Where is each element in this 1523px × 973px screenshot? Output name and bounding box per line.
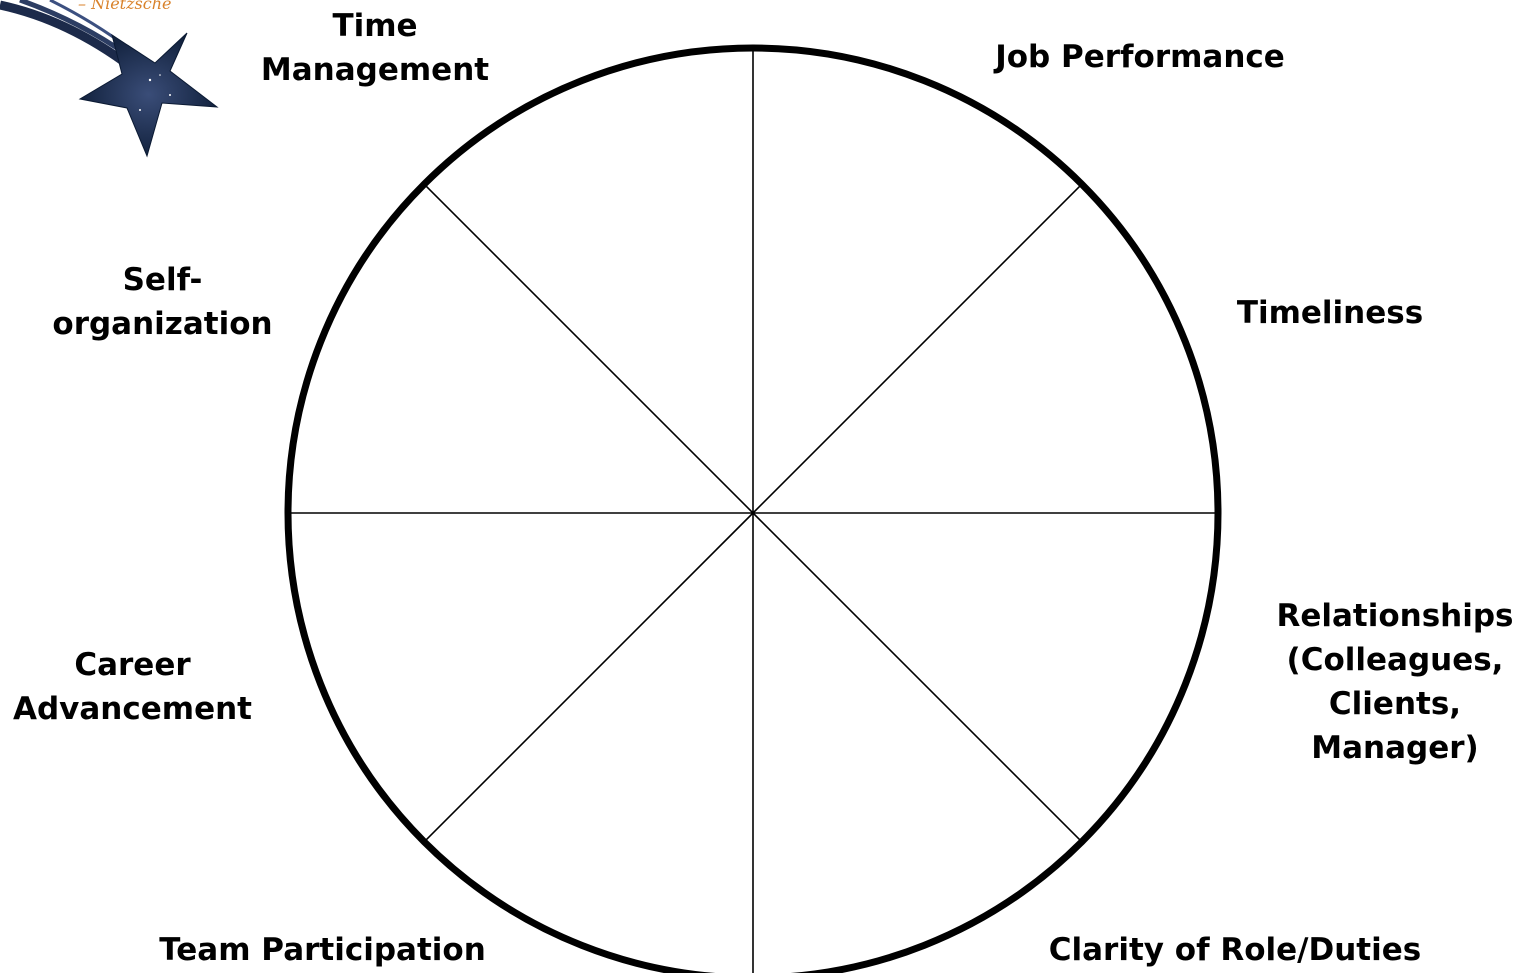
segment-label-self-organization: Self- organization [52,262,273,342]
wheel-outline [284,44,1222,973]
quote-attribution: – Nietzsche [78,0,172,13]
wheel-spoke [423,183,754,514]
wheel-spoke [752,183,1083,514]
segment-label-team-participation: Team Participation [159,932,486,968]
wheel-spokes [288,48,1218,973]
segment-label-career-advancement: Career Advancement [13,647,252,727]
segment-label-time-management: Time Management [260,8,490,88]
segment-label-job-performance: Job Performance [995,39,1285,75]
shooting-star-icon [0,0,219,158]
segment-label-timeliness: Timeliness [1236,295,1424,331]
segment-label-relationships: Relationships (Colleagues, Clients, Mana… [1276,598,1514,766]
wheel-spoke [423,512,754,843]
wheel-spoke [752,512,1083,843]
segment-label-clarity-of-role: Clarity of Role/Duties [1048,932,1422,968]
